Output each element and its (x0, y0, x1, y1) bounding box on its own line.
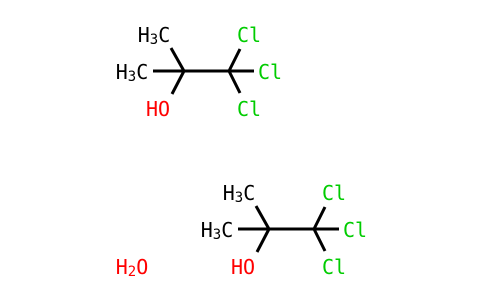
chlorine-bottom-label: Cl (322, 255, 346, 279)
methyl-left-label: H3C (201, 218, 234, 243)
chlorine-top-label: Cl (237, 23, 261, 47)
water-label: H2O (116, 255, 149, 280)
bond-c1-methyl-top (169, 47, 186, 72)
hydroxyl-label: HO (231, 255, 255, 279)
chlorine-bottom-label: Cl (237, 97, 261, 121)
molecule-2: H3C H3C HO Cl Cl Cl (201, 181, 367, 279)
molecule-1: H3C H3C HO Cl Cl Cl (116, 23, 282, 121)
bond-c1-hydroxyl (255, 228, 271, 253)
bond-c2-chlorine-top (312, 206, 327, 230)
chlorine-right-label: Cl (343, 218, 367, 242)
methyl-left-label: H3C (116, 60, 149, 85)
chlorine-right-label: Cl (258, 60, 282, 84)
methyl-top-label: H3C (223, 181, 256, 206)
bond-c2-chlorine-bottom (312, 228, 327, 252)
bond-c1-hydroxyl (170, 70, 186, 95)
bond-c2-chlorine-bottom (227, 70, 242, 94)
bond-c1-methyl-top (254, 205, 271, 230)
hydroxyl-label: HO (146, 97, 170, 121)
bond-c2-chlorine-top (227, 48, 242, 72)
chlorine-top-label: Cl (322, 181, 346, 205)
methyl-top-label: H3C (138, 23, 171, 48)
